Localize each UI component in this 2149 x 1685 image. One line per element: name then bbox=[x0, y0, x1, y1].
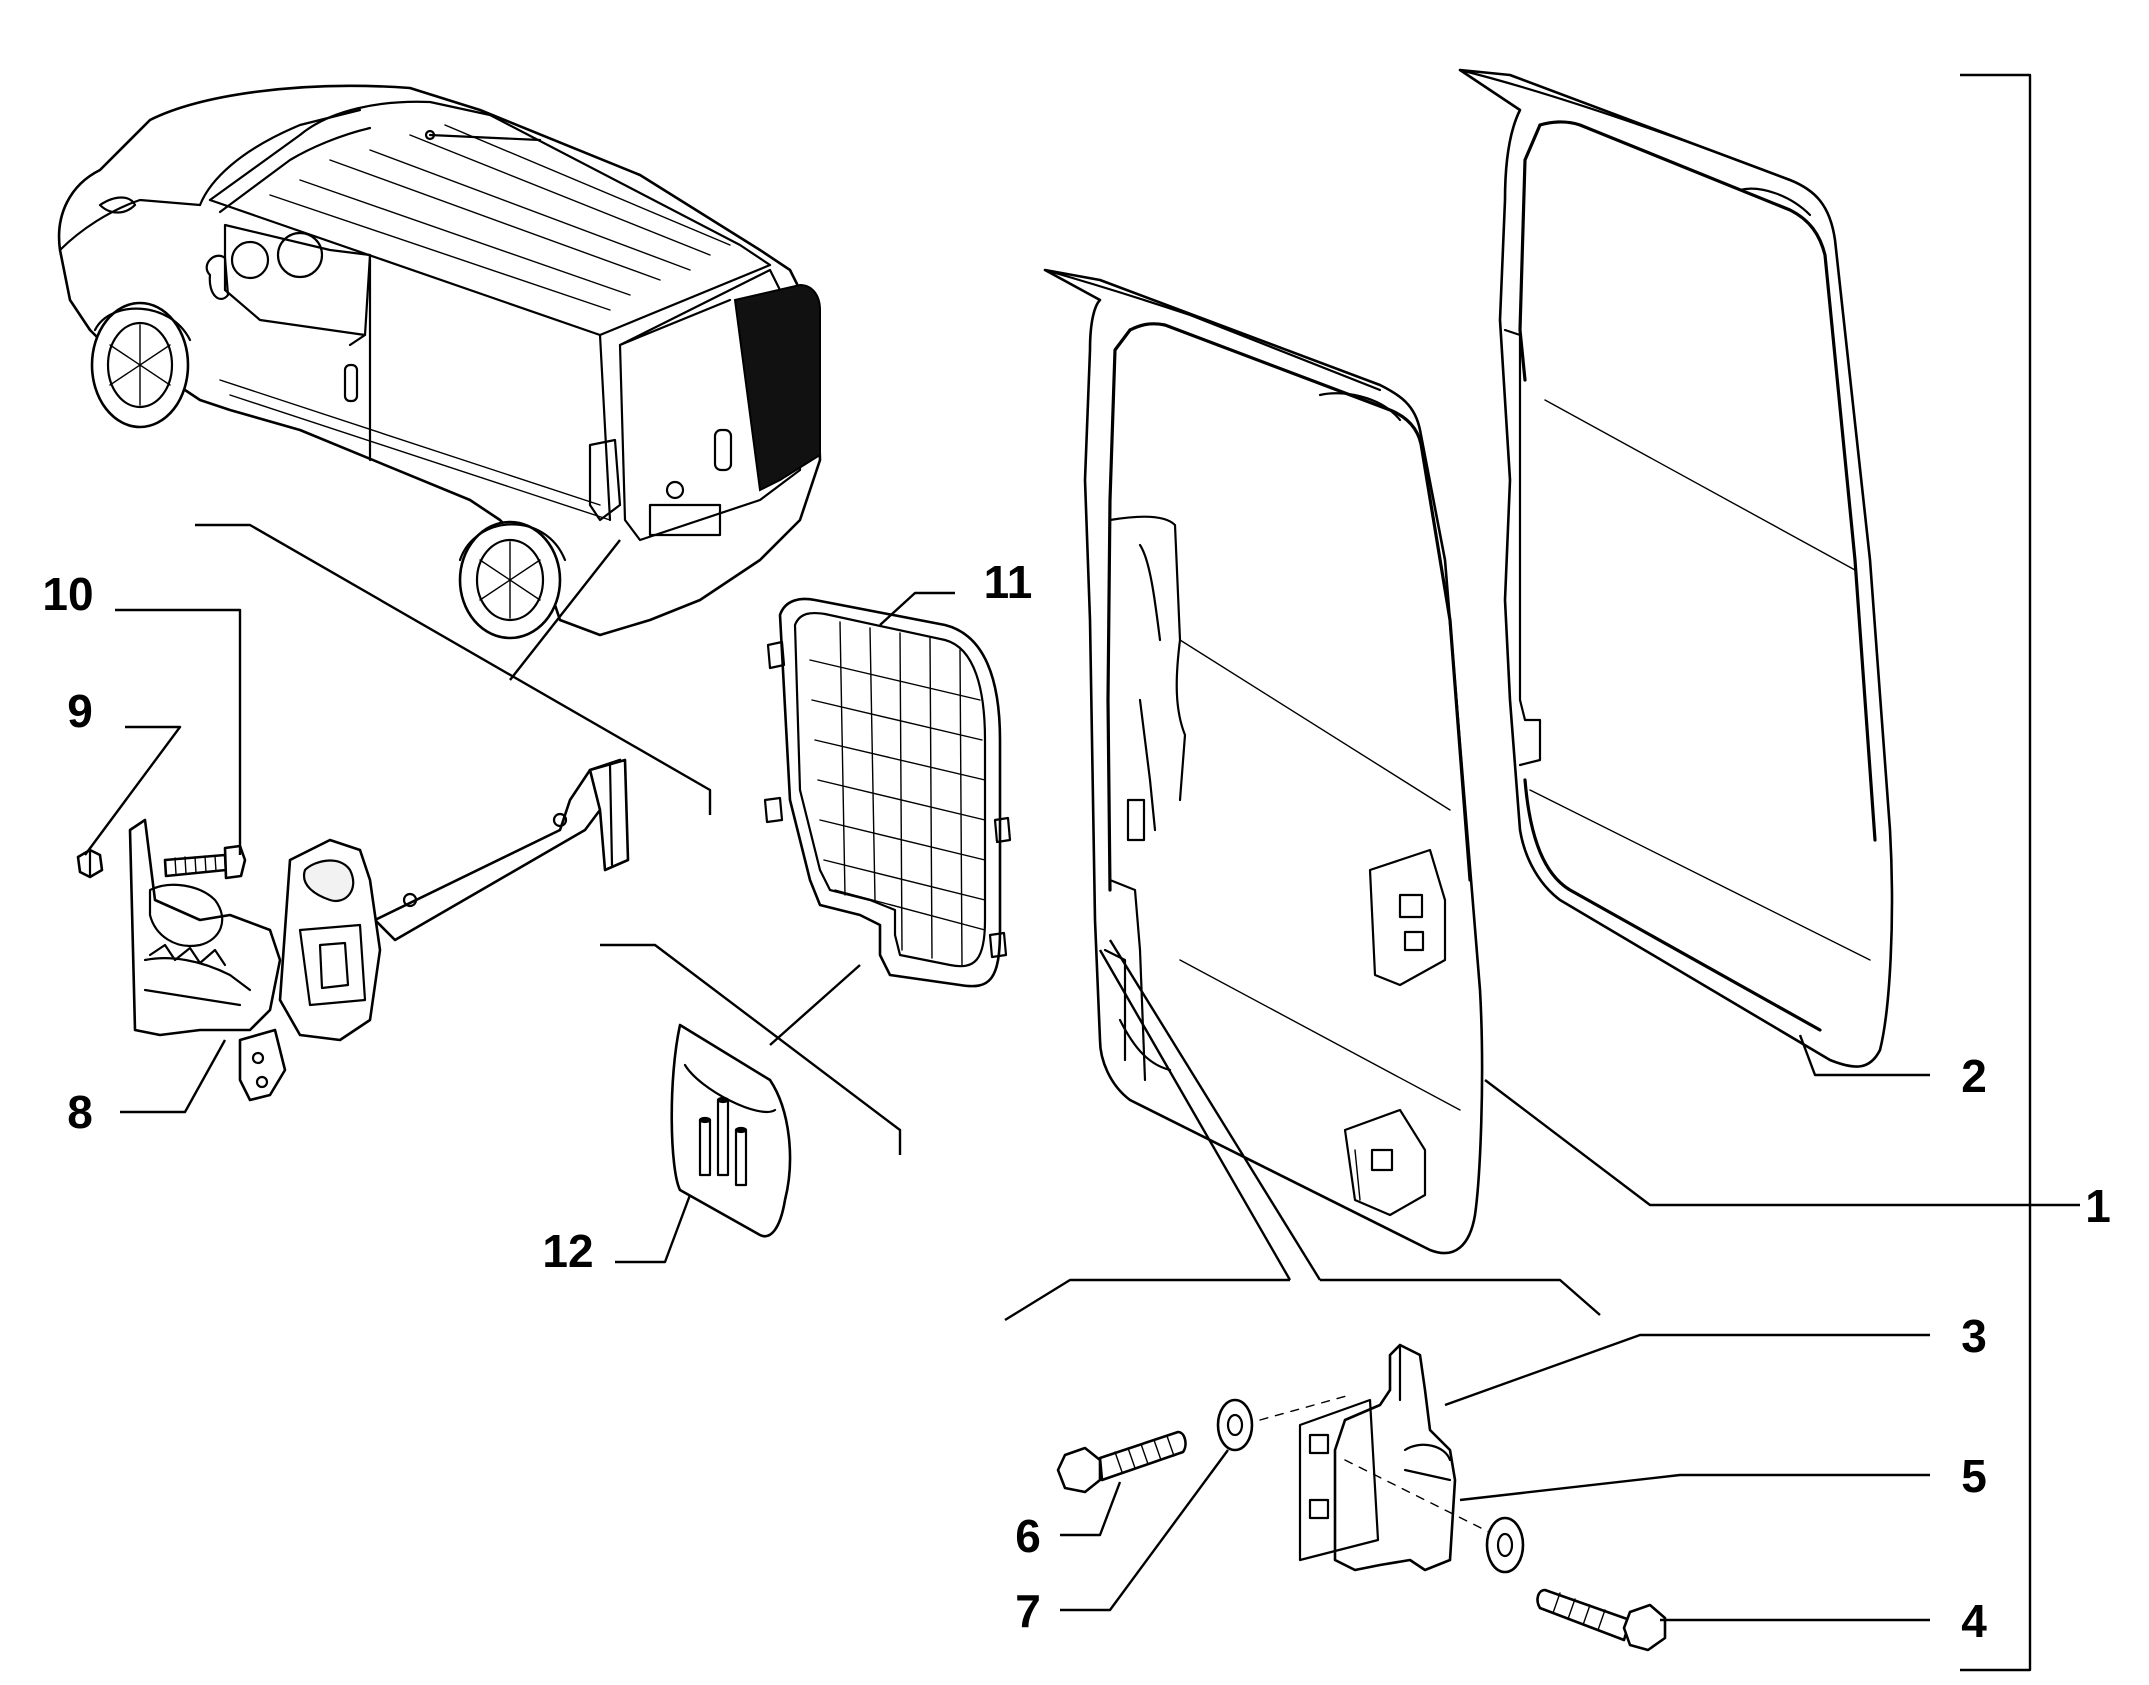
door-check-strap bbox=[76, 758, 630, 1102]
hinge-bolt bbox=[1056, 1430, 1667, 1652]
van-illustration bbox=[57, 84, 822, 640]
rear-door-right bbox=[1458, 68, 1894, 1068]
rear-door-left bbox=[1043, 268, 1484, 1255]
callout-9: 9 bbox=[67, 685, 93, 737]
washer bbox=[1216, 1398, 1525, 1574]
callout-2: 2 bbox=[1961, 1050, 1987, 1102]
callout-5: 5 bbox=[1961, 1450, 1987, 1502]
callout-11: 11 bbox=[984, 556, 1033, 608]
callout-labels: 1 2 3 4 5 6 7 8 9 10 11 12 bbox=[42, 556, 2110, 1647]
callout-12: 12 bbox=[542, 1225, 593, 1277]
callout-1: 1 bbox=[2085, 1180, 2111, 1232]
callout-10: 10 bbox=[42, 568, 93, 620]
leader-lines bbox=[84, 73, 2080, 1672]
window-grille bbox=[763, 597, 1012, 988]
callout-3: 3 bbox=[1961, 1310, 1987, 1362]
callout-4: 4 bbox=[1961, 1595, 1987, 1647]
callout-6: 6 bbox=[1015, 1510, 1041, 1562]
callout-7: 7 bbox=[1015, 1585, 1041, 1637]
paint-touch-up-kit bbox=[670, 1023, 792, 1238]
door-hinge bbox=[1259, 1343, 1506, 1572]
callout-8: 8 bbox=[67, 1086, 93, 1138]
